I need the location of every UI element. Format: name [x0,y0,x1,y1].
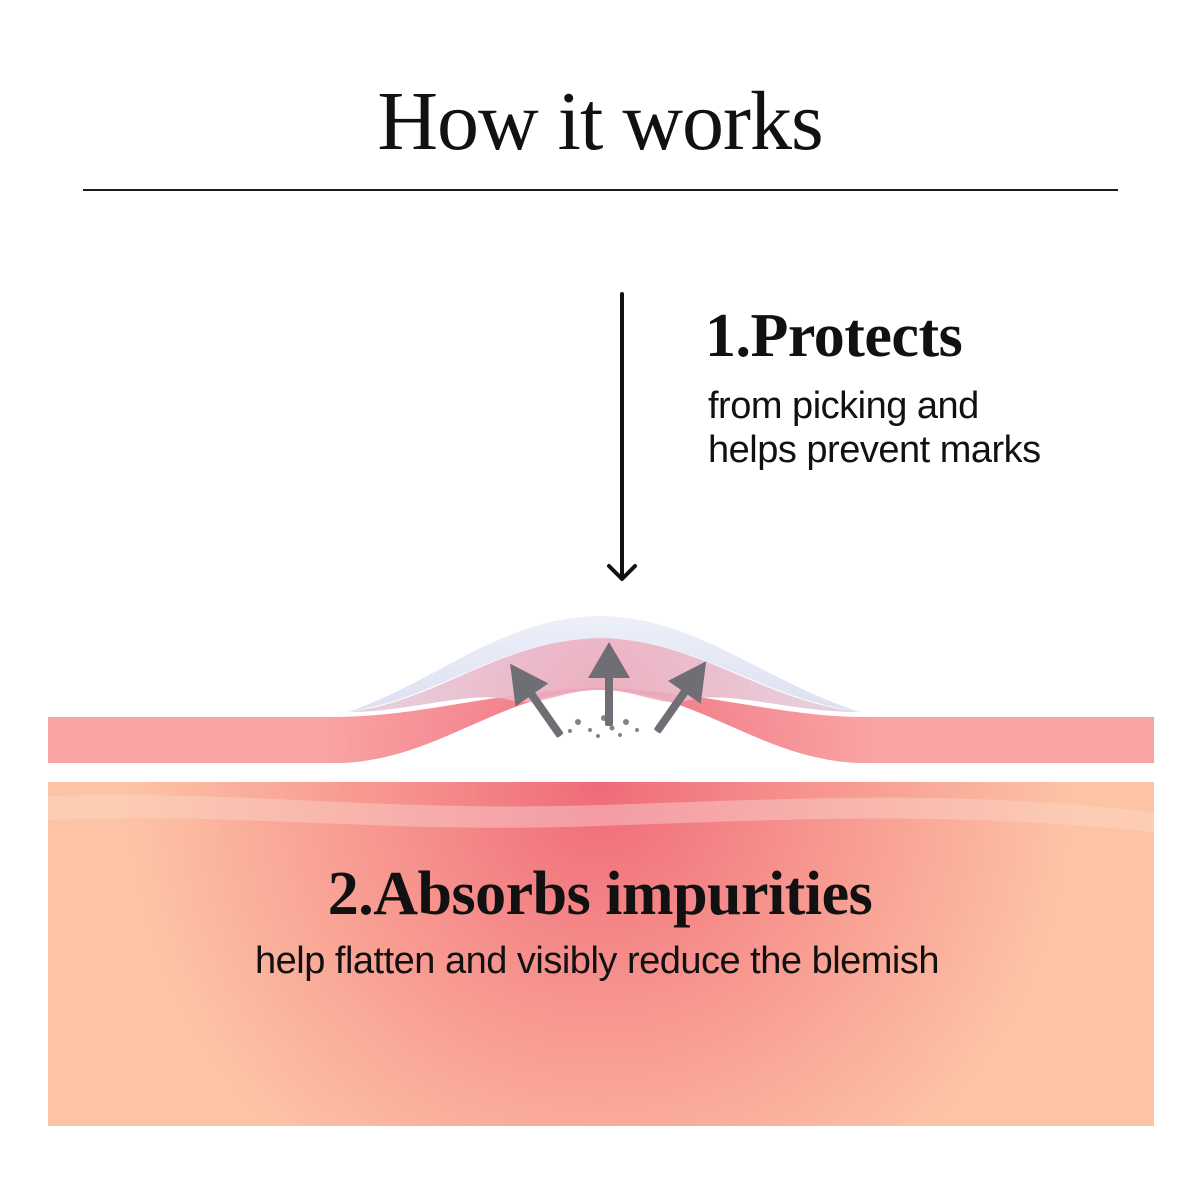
top-skin-layer [48,688,1154,763]
deep-skin-layer [48,782,1154,1126]
step-1-description: from picking and helps prevent marks [708,384,1041,472]
skin-wave-band [48,794,1154,832]
step-1-line: from picking and [708,385,979,427]
patch-outer [348,616,860,712]
step-2-title: 2.Absorbs impurities [327,860,873,928]
step-2-description: help flatten and visibly reduce the blem… [254,940,940,982]
page-title: How it works [377,75,823,168]
down-arrow-icon [607,292,637,581]
impurity-dots [568,715,639,738]
step-1-line: helps prevent marks [708,429,1041,471]
title-divider [83,189,1118,191]
skin-separator-curve [48,689,1154,781]
step-1-title: 1.Protects [705,302,963,370]
up-arrows-icon [510,642,707,738]
